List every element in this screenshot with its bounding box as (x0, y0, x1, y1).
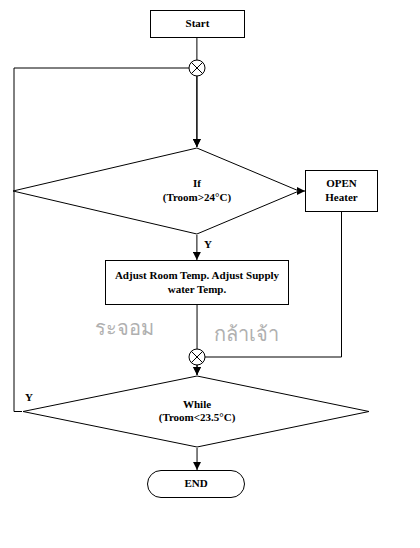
node-text: END (153, 477, 239, 491)
summing-junction (189, 60, 205, 76)
decision-diamond: If (Troom>24°C) (12, 147, 300, 235)
text-holder: END (153, 477, 239, 491)
diamond-shape (23, 376, 369, 447)
node-text: Adjust Room Temp. Adjust Supply water Te… (111, 269, 283, 297)
decision-text: While (Troom<23.5°C) (145, 398, 250, 426)
text-holder: Start (156, 17, 239, 31)
process-box: Adjust Room Temp. Adjust Supply water Te… (105, 260, 289, 305)
watermark-text: กล้าเจ้า (214, 318, 279, 350)
decision-text: If (Troom>24°C) (158, 177, 235, 205)
diamond-text-holder: If (Troom>24°C) (47, 177, 347, 205)
branch-label: Y (24, 391, 34, 404)
end-terminal: END (147, 470, 245, 498)
decision-diamond: While (Troom<23.5°C) (22, 375, 370, 448)
watermark-text: ระจอม (95, 312, 154, 344)
flow-arrow (196, 235, 197, 260)
process-box: OPEN Heater (305, 170, 378, 212)
diamond-shape (13, 148, 299, 234)
flow-arrow (197, 448, 198, 470)
branch-label: Y (203, 238, 213, 251)
diamond-text-holder: While (Troom<23.5°C) (47, 398, 347, 426)
diamond-outline (12, 147, 300, 235)
node-text: Start (156, 17, 239, 31)
text-holder: OPEN Heater (311, 177, 372, 205)
flow-arrow (14, 68, 197, 412)
node-text: OPEN Heater (311, 177, 372, 205)
text-holder: Adjust Room Temp. Adjust Supply water Te… (111, 269, 283, 297)
summing-junction (189, 349, 205, 365)
start-box: Start (150, 10, 245, 38)
